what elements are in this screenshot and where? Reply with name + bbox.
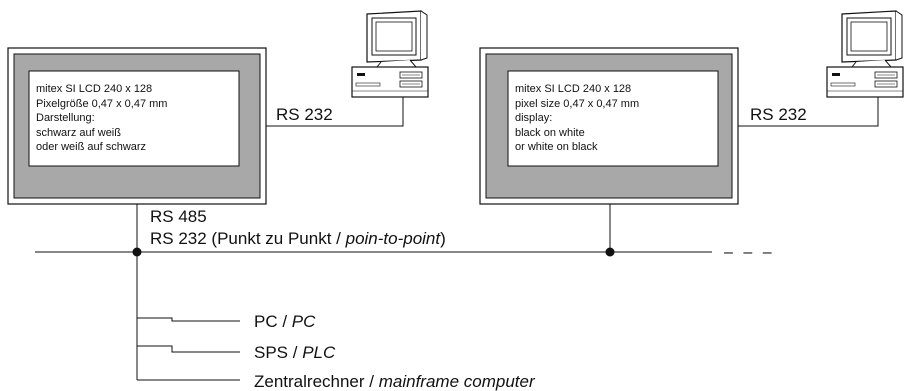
bus-label-rs485: RS 485 <box>150 207 207 226</box>
display-2-line-1: mitex SI LCD 240 x 128 <box>515 83 631 95</box>
rs232-link-2: RS 232 <box>738 95 879 127</box>
lcd-display-2: mitex SI LCD 240 x 128 pixel size 0,47 x… <box>479 47 739 205</box>
display-1-line-1: mitex SI LCD 240 x 128 <box>36 83 152 95</box>
display-2-screen <box>507 70 719 167</box>
display-1-line-3: Darstellung: <box>36 112 95 124</box>
bus-node-1 <box>132 247 142 257</box>
display-2-line-3: display: <box>515 112 552 124</box>
branch-plc-label: SPS / PLC <box>254 343 336 362</box>
rs232-link-2-label: RS 232 <box>750 105 807 124</box>
rs232-link-2-line <box>738 95 879 127</box>
branch-pc-label: PC / PC <box>254 312 316 331</box>
branch-plc-line <box>137 345 240 353</box>
branch-pc-line <box>137 317 240 322</box>
display-2-line-5: or white on black <box>515 141 598 153</box>
display-2-line-2: pixel size 0,47 x 0,47 mm <box>515 98 639 110</box>
bus-label-rs232: RS 232 (Punkt zu Punkt / poin-to-point) <box>150 229 446 248</box>
bus: – – – RS 485 RS 232 (Punkt zu Punkt / po… <box>35 204 775 380</box>
rs232-link-1: RS 232 <box>266 95 404 127</box>
display-1-screen <box>28 70 240 167</box>
bus-continuation: – – – <box>724 244 775 261</box>
branch-mainframe-label: Zentralrechner / mainframe computer <box>254 372 536 391</box>
display-1-line-2: Pixelgröße 0,47 x 0,47 mm <box>36 98 167 110</box>
branch-list: PC / PC SPS / PLC Zentralrechner / mainf… <box>137 312 536 391</box>
computer-2-icon <box>826 10 904 98</box>
display-1-line-4: schwarz auf weiß <box>36 127 121 139</box>
rs232-link-1-line <box>266 95 404 127</box>
display-1-line-5: oder weiß auf schwarz <box>36 141 146 153</box>
bus-node-2 <box>605 247 615 257</box>
lcd-display-1: mitex SI LCD 240 x 128 Pixelgröße 0,47 x… <box>7 47 267 205</box>
display-2-line-4: black on white <box>515 127 585 139</box>
rs232-link-1-label: RS 232 <box>276 105 333 124</box>
computer-1-icon <box>351 10 429 98</box>
